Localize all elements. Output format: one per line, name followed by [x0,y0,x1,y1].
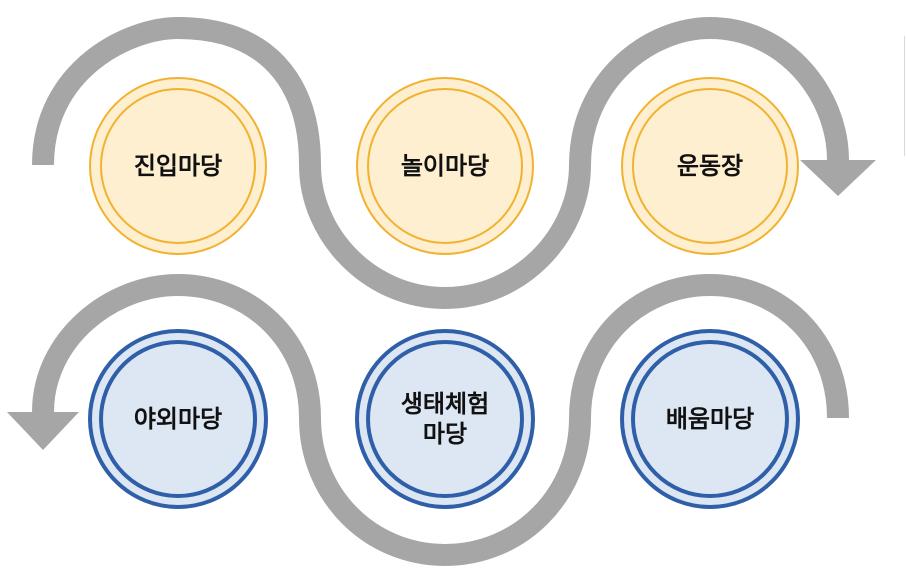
node-circle-learning [631,340,789,498]
node-label-play: 놀이마당 [401,152,489,180]
node-label-learning: 배움마당 [666,405,754,433]
node-label-entrance: 진입마당 [134,152,222,180]
upper-arrowhead [800,160,876,196]
edge-divider-line [904,36,905,156]
upper-flow-path [32,16,849,310]
node-circle-ecology [366,340,524,498]
node-label-ecology-line-1: 생태체험 [401,390,489,418]
node-circle-outdoor [99,340,257,498]
node-label-outdoor: 야외마당 [134,405,222,433]
node-circle-entrance [100,88,256,244]
lower-flow-path [32,273,849,567]
node-circle-play [367,88,523,244]
node-label-ecology-line-2: 마당 [423,420,467,448]
lower-arrowhead [7,412,79,450]
node-circle-playground [632,88,788,244]
node-label-playground: 운동장 [677,152,743,180]
